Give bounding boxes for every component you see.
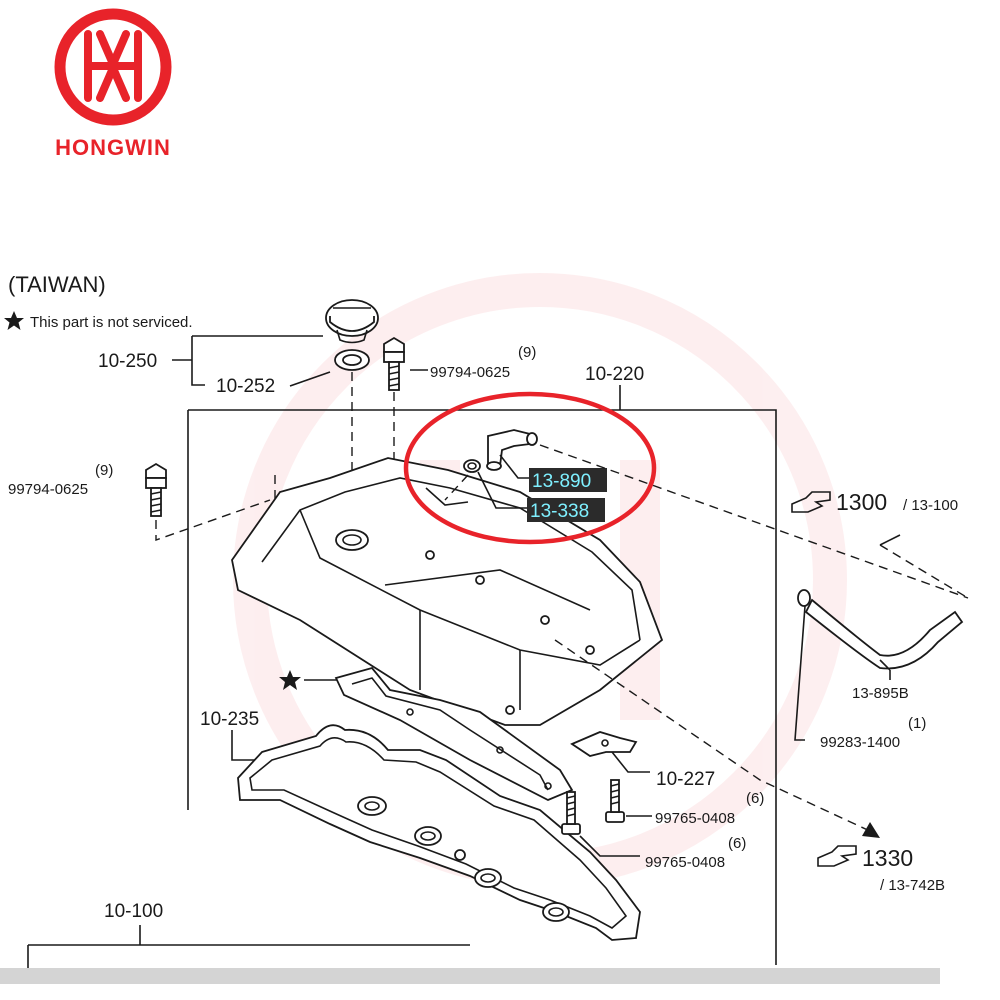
label-clip-qty: (1) (908, 715, 926, 732)
pcv-grommet (463, 459, 481, 473)
pcv-elbow (486, 429, 538, 471)
label-bolt-top: 99794-0625 (430, 364, 510, 381)
logo-ring (54, 8, 172, 126)
highlight-label-pcv-grommet: 13-338 (527, 498, 605, 522)
label-bolt-left-qty: (9) (95, 462, 113, 479)
oil-cap-gasket (334, 349, 370, 371)
breather-hose (804, 598, 964, 671)
label-bolt-left: 99794-0625 (8, 481, 88, 498)
label-oil-cap: 10-250 (98, 351, 157, 372)
main-gasket (237, 724, 641, 941)
highlight-circle (403, 391, 657, 545)
label-ref-1300: 1300 (836, 489, 887, 515)
bolt-bracket (605, 779, 625, 823)
region-label: (TAIWAN) (8, 272, 106, 297)
bolt-top (383, 336, 405, 391)
bottom-scroll-strip (0, 968, 940, 984)
brand-logo: HONGWIN (54, 8, 172, 160)
label-hose: 13-895B (852, 685, 909, 702)
hose-clip (797, 589, 811, 607)
hand-icon-1330 (817, 845, 857, 867)
oil-cap (325, 299, 379, 344)
logo-mark (84, 30, 142, 102)
label-ref-1330: 1330 (862, 845, 913, 871)
label-bolt-bracket-qty: (6) (746, 790, 764, 807)
label-cylinder-head: 10-100 (104, 901, 163, 922)
label-oil-cap-gasket: 10-252 (216, 376, 275, 397)
arrow-head (862, 822, 880, 838)
label-bracket: 10-227 (656, 769, 715, 790)
valve-cover (231, 457, 664, 726)
bracket (570, 731, 638, 757)
label-gasket: 10-235 (200, 709, 259, 730)
label-ref-1330-sub: / 13-742B (880, 877, 945, 894)
label-bolt-lower-qty: (6) (728, 835, 746, 852)
assembly-frame (187, 409, 777, 965)
svg-text:13-890: 13-890 (532, 471, 591, 492)
label-clip: 99283-1400 (820, 734, 900, 751)
label-bolt-lower: 99765-0408 (645, 854, 725, 871)
bolt-left (145, 462, 167, 517)
star-icon-gasket (279, 670, 301, 690)
svg-text:13-338: 13-338 (530, 501, 589, 522)
label-bolt-top-qty: (9) (518, 344, 536, 361)
highlight-label-pcv-elbow: 13-890 (529, 468, 607, 492)
star-icon (4, 311, 24, 330)
label-bolt-bracket: 99765-0408 (655, 810, 735, 827)
inner-gasket (334, 666, 574, 801)
brand-name: HONGWIN (55, 135, 171, 160)
not-serviced-note: This part is not serviced. (30, 314, 193, 331)
hand-icon-1300 (791, 491, 831, 513)
label-ref-1300-sub: / 13-100 (903, 497, 958, 514)
label-cover-assembly: 10-220 (585, 364, 644, 385)
bolt-lower (561, 791, 581, 835)
